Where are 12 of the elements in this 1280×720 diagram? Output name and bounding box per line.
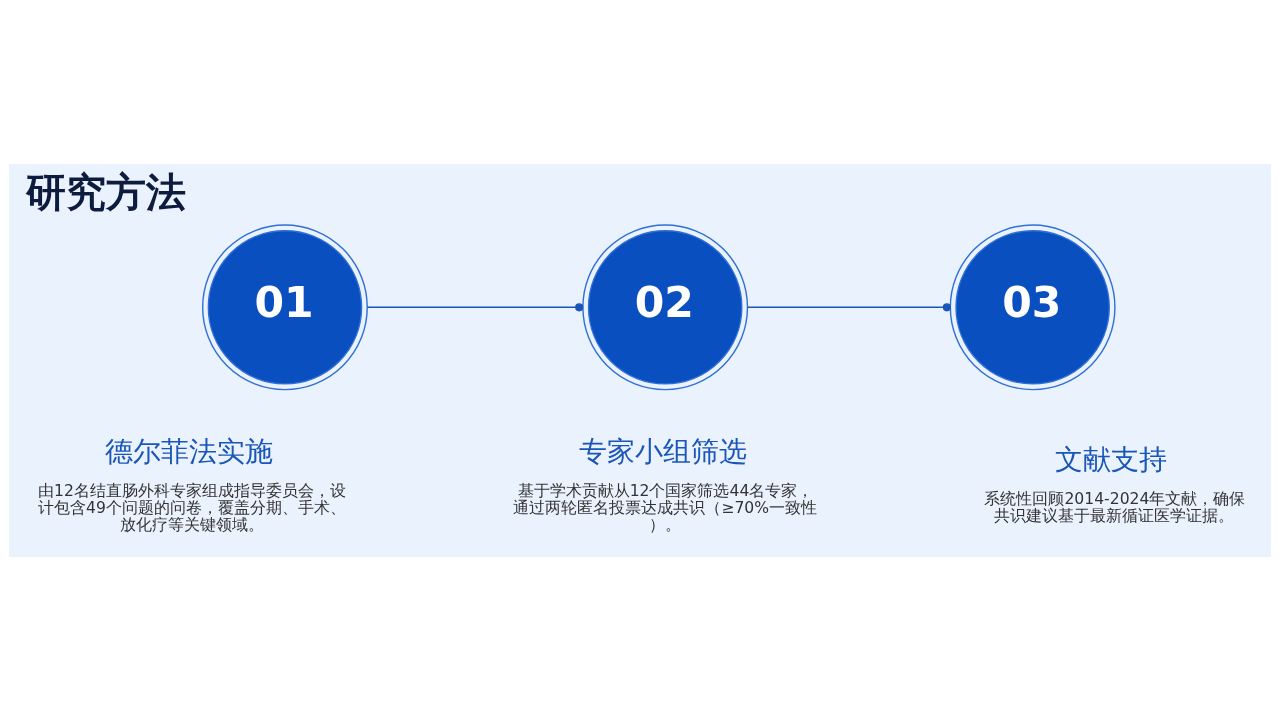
node-label: 德尔菲法实施 (105, 434, 274, 468)
node-circle: 01 (201, 223, 368, 390)
diagram-title: 研究方法 (26, 168, 187, 215)
connector (366, 302, 584, 311)
node-circle: 03 (949, 223, 1116, 390)
node-label: 由12名结直肠外科专家组成指导委员会，设计包含49个问题的问卷，覆盖分期、手术、放化疗等关键领域。 (38, 481, 346, 534)
node-label: 基于学术贡献从12个国家筛选44名专家，通过两轮匿名投票达成共识（≥70%一致性）。 (513, 481, 818, 534)
node-label: 系统性回顾2014-2024年文献，确保共识建议基于最新循证医学证据。 (984, 489, 1246, 525)
connector (747, 302, 951, 311)
node-label: 文献支持 (1055, 442, 1168, 476)
node-circle: 02 (582, 223, 749, 390)
node-label: 专家小组筛选 (578, 434, 747, 468)
